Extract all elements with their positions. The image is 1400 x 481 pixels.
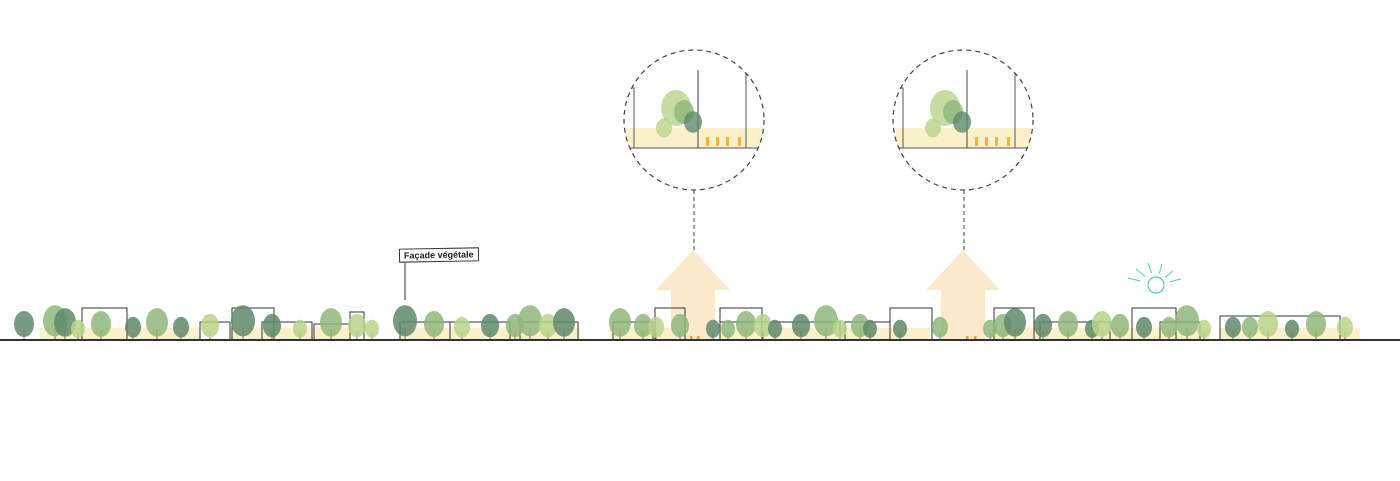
- tree-icon: [648, 316, 664, 338]
- tree-icon: [54, 308, 76, 337]
- person-icon: [697, 336, 700, 341]
- upward-arrow: [926, 250, 1000, 340]
- detail-building-left: [893, 87, 904, 149]
- detail-building-left: [624, 87, 635, 149]
- tree-icon: [201, 313, 219, 338]
- person-icon: [974, 336, 977, 341]
- tree-icon: [146, 308, 168, 337]
- detail-person-icon: [995, 137, 998, 146]
- detail-circle-border: [892, 49, 1034, 191]
- tree-icon: [1197, 319, 1211, 338]
- sun-circle: [1147, 276, 1165, 294]
- detail-tree: [684, 111, 702, 133]
- tree-icon: [1161, 316, 1177, 338]
- tree-icon: [768, 319, 782, 338]
- tree-icon: [125, 316, 141, 338]
- detail-tree: [656, 118, 672, 138]
- sun-ray: [1169, 278, 1182, 283]
- detail-person-icon: [716, 137, 719, 146]
- tree-icon: [1092, 311, 1112, 337]
- tree-icon: [173, 316, 189, 338]
- tree-icon: [609, 308, 631, 337]
- tree-icon: [518, 305, 542, 337]
- detail-callout-2: [892, 49, 1034, 191]
- tree-icon: [231, 305, 255, 337]
- tree-icon: [706, 319, 720, 338]
- detail-person-icon: [706, 137, 709, 146]
- tree-icon: [320, 308, 342, 337]
- tree-icon: [1034, 313, 1052, 338]
- tree-icon: [539, 313, 557, 338]
- tree-icon: [814, 305, 838, 337]
- tree-icon: [792, 313, 810, 338]
- tree-icon: [365, 319, 379, 338]
- tree-icon: [1285, 319, 1299, 338]
- detail-content: [624, 70, 764, 149]
- tree-icon: [348, 313, 366, 338]
- sun-ray: [1147, 262, 1153, 274]
- ground-glow: [230, 328, 350, 340]
- detail-person-icon: [738, 137, 741, 146]
- detail-callout-1: [623, 49, 765, 191]
- detail-tree: [953, 111, 971, 133]
- tree-icon: [263, 313, 281, 338]
- tree-icon: [14, 311, 34, 337]
- tree-icon: [671, 313, 689, 338]
- tree-icon: [1058, 311, 1078, 337]
- tree-icon: [1136, 316, 1152, 338]
- tree-icon: [1337, 316, 1353, 338]
- tree-icon: [754, 313, 772, 338]
- detail-tree: [925, 118, 941, 138]
- tree-icon: [1242, 316, 1258, 338]
- tree-icon: [71, 319, 85, 338]
- tree-icon: [1225, 316, 1241, 338]
- tree-icon: [91, 311, 111, 337]
- person-icon: [966, 336, 969, 341]
- tree-icon: [736, 311, 756, 337]
- tree-icon: [1258, 311, 1278, 337]
- tree-icon: [454, 316, 470, 338]
- sun-icon: [1127, 262, 1182, 294]
- tree-icon: [932, 316, 948, 338]
- sun-ray: [1165, 270, 1174, 278]
- facade-vegetale-label: Façade végétale: [398, 247, 479, 263]
- tree-icon: [1306, 311, 1326, 337]
- tree-icon: [721, 319, 735, 338]
- tree-icon: [634, 313, 652, 338]
- tree-icon: [983, 319, 997, 338]
- tree-icon: [393, 305, 417, 337]
- tree-icon: [1004, 308, 1026, 337]
- detail-person-icon: [1007, 137, 1010, 146]
- tree-icon: [481, 313, 499, 338]
- sun-ray: [1127, 277, 1141, 282]
- tree-icon: [1111, 313, 1129, 338]
- person-icon: [690, 336, 693, 341]
- detail-circle-border: [623, 49, 765, 191]
- detail-person-icon: [985, 137, 988, 146]
- detail-person-icon: [726, 137, 729, 146]
- tree-icon: [893, 319, 907, 338]
- detail-person-icon: [975, 137, 978, 146]
- tree-icon: [863, 319, 877, 338]
- tree-icon: [553, 308, 575, 337]
- tree-icon: [293, 319, 307, 338]
- sun-ray: [1158, 263, 1163, 274]
- detail-content: [893, 70, 1033, 149]
- tree-icon: [1175, 305, 1199, 337]
- tree-icon: [833, 319, 847, 338]
- tree-icon: [424, 311, 444, 337]
- sun-ray: [1135, 268, 1146, 277]
